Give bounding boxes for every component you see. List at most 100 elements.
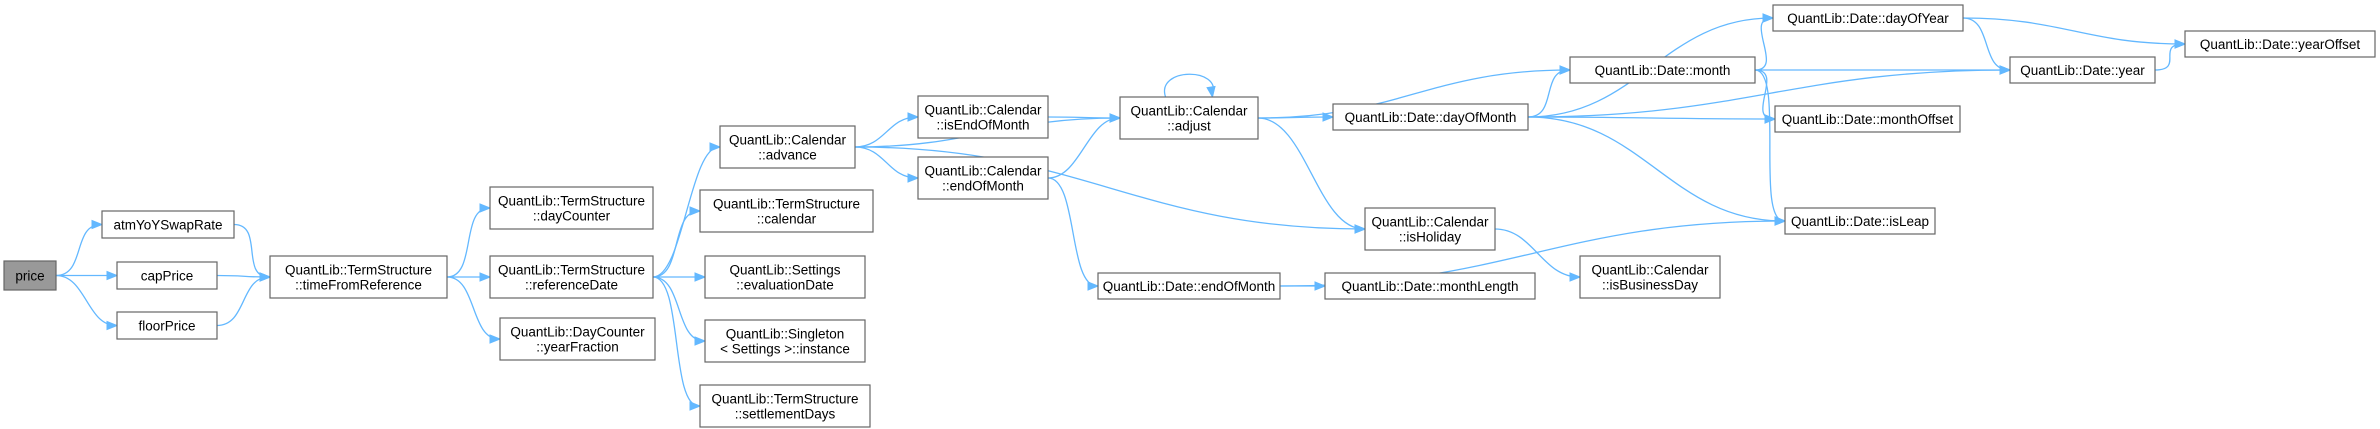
- node-label: QuantLib::Date::endOfMonth: [1103, 279, 1276, 294]
- edge-yr-to-yo: [2154, 39, 2187, 71]
- edge-line: [1257, 69, 1570, 119]
- node-quantlib-calendar-adjust[interactable]: QuantLib::Calendar::adjust: [1119, 96, 1259, 140]
- node-quantlib-settings-evaluationdate[interactable]: QuantLib::Settings::evaluationDate: [704, 255, 866, 299]
- node-quantlib-termstructure-referencedate[interactable]: QuantLib::TermStructure::referenceDate: [489, 255, 654, 299]
- node-quantlib-date-year[interactable]: QuantLib::Date::year: [2009, 56, 2156, 84]
- node-label: ::settlementDays: [735, 407, 836, 422]
- node-label: ::isHoliday: [1399, 230, 1462, 245]
- edge-line: [2154, 43, 2185, 71]
- edge-arrowhead: [106, 270, 119, 281]
- node-box: [1119, 96, 1259, 140]
- edge-arrowhead: [689, 206, 702, 216]
- node-quantlib-date-isleap[interactable]: QuantLib::Date::isLeap: [1784, 207, 1936, 235]
- node-box: [1579, 255, 1721, 299]
- edge-tfr-to-rd: [447, 272, 492, 282]
- node-quantlib-termstructure-timefromreference[interactable]: QuantLib::TermStructure::timeFromReferen…: [269, 255, 448, 299]
- node-price[interactable]: price: [3, 260, 57, 291]
- node-label: ::isEndOfMonth: [936, 118, 1029, 133]
- node-label: atmYoYSwapRate: [113, 218, 222, 233]
- edge-line: [854, 146, 1365, 230]
- edge-doy-to-yr: [1962, 17, 2012, 75]
- node-label: QuantLib::Calendar: [1371, 215, 1489, 230]
- edge-line: [1754, 69, 1785, 222]
- node-box: [917, 156, 1049, 200]
- node-label: price: [15, 269, 44, 284]
- edge-arrowhead: [907, 112, 920, 122]
- edge-line: [652, 210, 700, 278]
- edge-price-to-floor: [55, 274, 119, 331]
- node-quantlib-termstructure-daycounter[interactable]: QuantLib::TermStructure::dayCounter: [489, 186, 654, 230]
- node-box: [2184, 30, 2376, 58]
- node-label: QuantLib::Calendar: [1130, 104, 1248, 119]
- node-box: [1324, 272, 1536, 300]
- edge-dom-to-mon: [1527, 65, 1572, 118]
- node-box: [1774, 105, 1961, 133]
- node-capprice[interactable]: capPrice: [116, 261, 218, 290]
- node-atmyoyswaprate[interactable]: atmYoYSwapRate: [101, 210, 235, 239]
- node-label: QuantLib::TermStructure: [498, 194, 645, 209]
- edge-price-to-atm: [55, 219, 104, 277]
- node-box: [1332, 103, 1529, 131]
- node-quantlib-termstructure-settlementdays[interactable]: QuantLib::TermStructure::settlementDays: [699, 384, 871, 428]
- node-quantlib-date-month[interactable]: QuantLib::Date::month: [1569, 56, 1756, 84]
- node-label: ::endOfMonth: [942, 179, 1024, 194]
- node-quantlib-singleton-settings-instance[interactable]: QuantLib::Singleton< Settings >::instanc…: [704, 319, 866, 363]
- node-label: ::timeFromReference: [295, 278, 422, 293]
- node-quantlib-date-endofmonth[interactable]: QuantLib::Date::endOfMonth: [1097, 272, 1281, 300]
- edge-tfr-to-dc: [446, 203, 492, 278]
- node-quantlib-date-dayofyear[interactable]: QuantLib::Date::dayOfYear: [1772, 4, 1964, 32]
- node-label: ::dayCounter: [533, 209, 611, 224]
- edge-arrowhead: [1762, 13, 1775, 23]
- edge-arrowhead: [689, 401, 702, 411]
- edge-cem-to-dem: [1047, 177, 1100, 291]
- node-label: floorPrice: [138, 319, 195, 334]
- node-quantlib-calendar-advance[interactable]: QuantLib::Calendar::advance: [719, 125, 856, 169]
- node-box: [1097, 272, 1281, 300]
- node-label: QuantLib::Date::dayOfYear: [1787, 11, 1949, 26]
- node-label: QuantLib::TermStructure: [713, 197, 860, 212]
- edge-line: [1527, 69, 1570, 118]
- node-quantlib-daycounter-yearfraction[interactable]: QuantLib::DayCounter::yearFraction: [499, 317, 656, 361]
- node-quantlib-calendar-isholiday[interactable]: QuantLib::Calendar::isHoliday: [1364, 207, 1496, 251]
- edge-arrowhead: [91, 219, 104, 230]
- node-label: QuantLib::Singleton: [726, 327, 845, 342]
- node-label: ::isBusinessDay: [1602, 278, 1698, 293]
- node-quantlib-calendar-endofmonth[interactable]: QuantLib::Calendar::endOfMonth: [917, 156, 1049, 200]
- edge-rd-to-cal: [652, 206, 702, 278]
- edge-line: [1527, 69, 2010, 118]
- edge-arrowhead: [709, 142, 722, 152]
- edge-line: [1047, 116, 1120, 119]
- node-label: QuantLib::Calendar: [924, 103, 1042, 118]
- edge-arrowhead: [1774, 216, 1787, 226]
- edge-mon-to-mo: [1754, 69, 1777, 124]
- node-quantlib-date-monthlength[interactable]: QuantLib::Date::monthLength: [1324, 272, 1536, 300]
- node-quantlib-calendar-isbusinessday[interactable]: QuantLib::Calendar::isBusinessDay: [1579, 255, 1721, 299]
- edge-layer: [55, 13, 2187, 411]
- edge-line: [1962, 17, 2185, 45]
- node-label: ::adjust: [1167, 119, 1211, 134]
- node-quantlib-date-yearoffset[interactable]: QuantLib::Date::yearOffset: [2184, 30, 2376, 58]
- node-label: QuantLib::Date::monthLength: [1341, 279, 1518, 294]
- node-box: [116, 311, 218, 340]
- node-quantlib-calendar-isendofmonth[interactable]: QuantLib::Calendar::isEndOfMonth: [917, 95, 1049, 139]
- node-box: [1364, 207, 1496, 251]
- node-quantlib-date-monthoffset[interactable]: QuantLib::Date::monthOffset: [1774, 105, 1961, 133]
- edge-adv-to-cem: [854, 146, 920, 183]
- node-quantlib-termstructure-calendar[interactable]: QuantLib::TermStructure::calendar: [699, 189, 874, 233]
- node-box: [269, 255, 448, 299]
- edge-line: [1527, 116, 1775, 120]
- node-box: [116, 261, 218, 290]
- node-label: QuantLib::Date::monthOffset: [1782, 112, 1954, 127]
- node-quantlib-date-dayofmonth[interactable]: QuantLib::Date::dayOfMonth: [1332, 103, 1529, 131]
- edge-arrowhead: [694, 336, 707, 346]
- node-box: [719, 125, 856, 169]
- node-label: QuantLib::TermStructure: [285, 263, 432, 278]
- edge-line: [652, 146, 720, 278]
- edge-dom-to-il: [1527, 116, 1787, 226]
- edge-line: [1962, 17, 2010, 71]
- node-label: ::evaluationDate: [736, 278, 834, 293]
- node-box: [2009, 56, 2156, 84]
- edge-arrowhead: [106, 320, 119, 331]
- edge-line: [1047, 117, 1120, 179]
- node-floorprice[interactable]: floorPrice: [116, 311, 218, 340]
